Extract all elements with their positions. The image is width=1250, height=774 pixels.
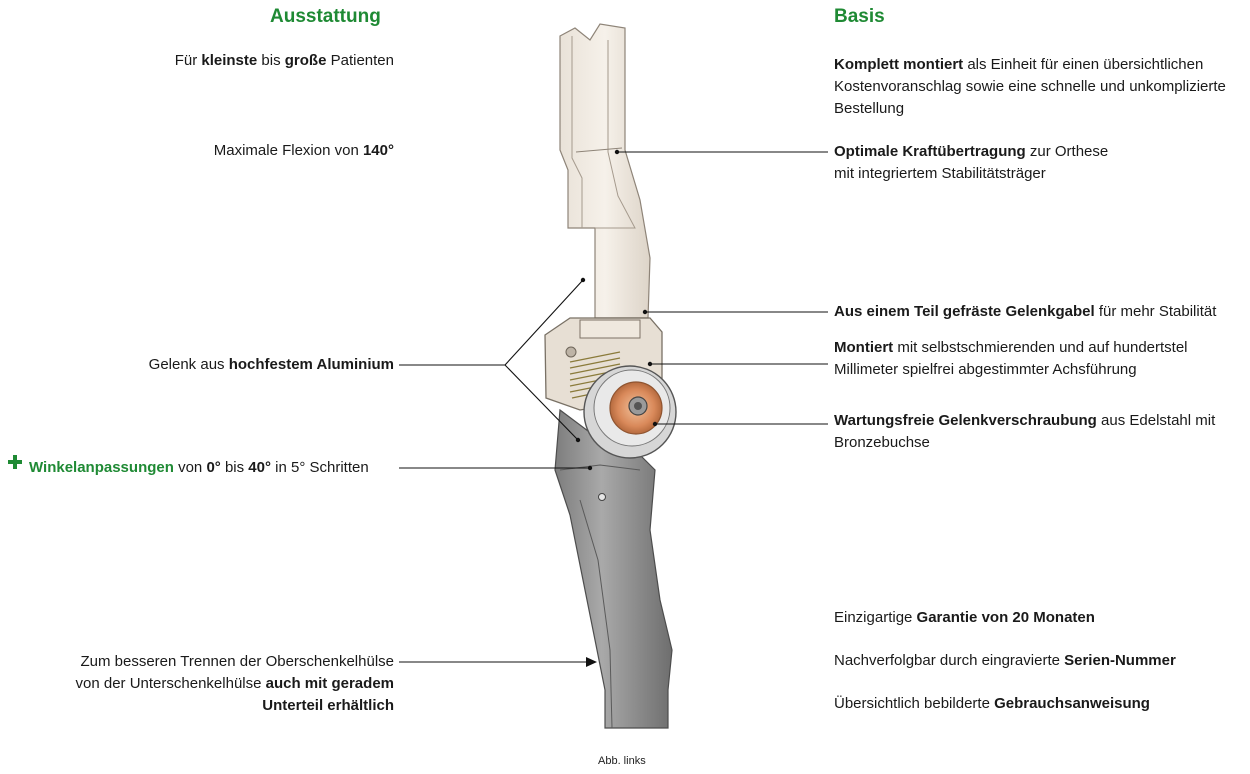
figure-caption: Abb. links (598, 755, 646, 767)
lower-bar (554, 408, 673, 729)
plus-icon (8, 455, 22, 469)
screw-item: Wartungsfreie Gelenkverschraubung aus Ed… (834, 412, 1216, 451)
warranty-item: Einzigartige Garantie von 20 Monaten (834, 609, 1095, 626)
flexion-item: Maximale Flexion von 140° (213, 142, 394, 159)
left-heading: Ausstattung (270, 6, 381, 27)
patients-item: Für kleinste bis große Patienten (174, 52, 394, 69)
joint-fork-item: Aus einem Teil gefräste Gelenkgabel für … (834, 303, 1217, 320)
right-heading: Basis (834, 6, 885, 27)
joint-material-item: Gelenk aus hochfestem Aluminium (148, 356, 394, 373)
angle-adjustment-item: Winkelanpassungen von 0° bis 40° in 5° S… (29, 459, 369, 476)
force-transfer-item: Optimale Kraftübertragung zur Orthese mi… (834, 143, 1109, 182)
upper-bar (559, 23, 651, 319)
mounted-item: Komplett montiert als Einheit für einen … (834, 56, 1226, 117)
separation-item: Zum besseren Trennen der Oberschenkelhül… (75, 653, 394, 714)
axis-guide-item: Montiert mit selbstschmierenden und auf … (834, 339, 1188, 378)
leader-lines (399, 151, 828, 663)
manual-item: Übersichtlich bebilderte Gebrauchsanweis… (834, 695, 1150, 712)
serial-number-item: Nachverfolgbar durch eingravierte Serien… (834, 652, 1176, 669)
